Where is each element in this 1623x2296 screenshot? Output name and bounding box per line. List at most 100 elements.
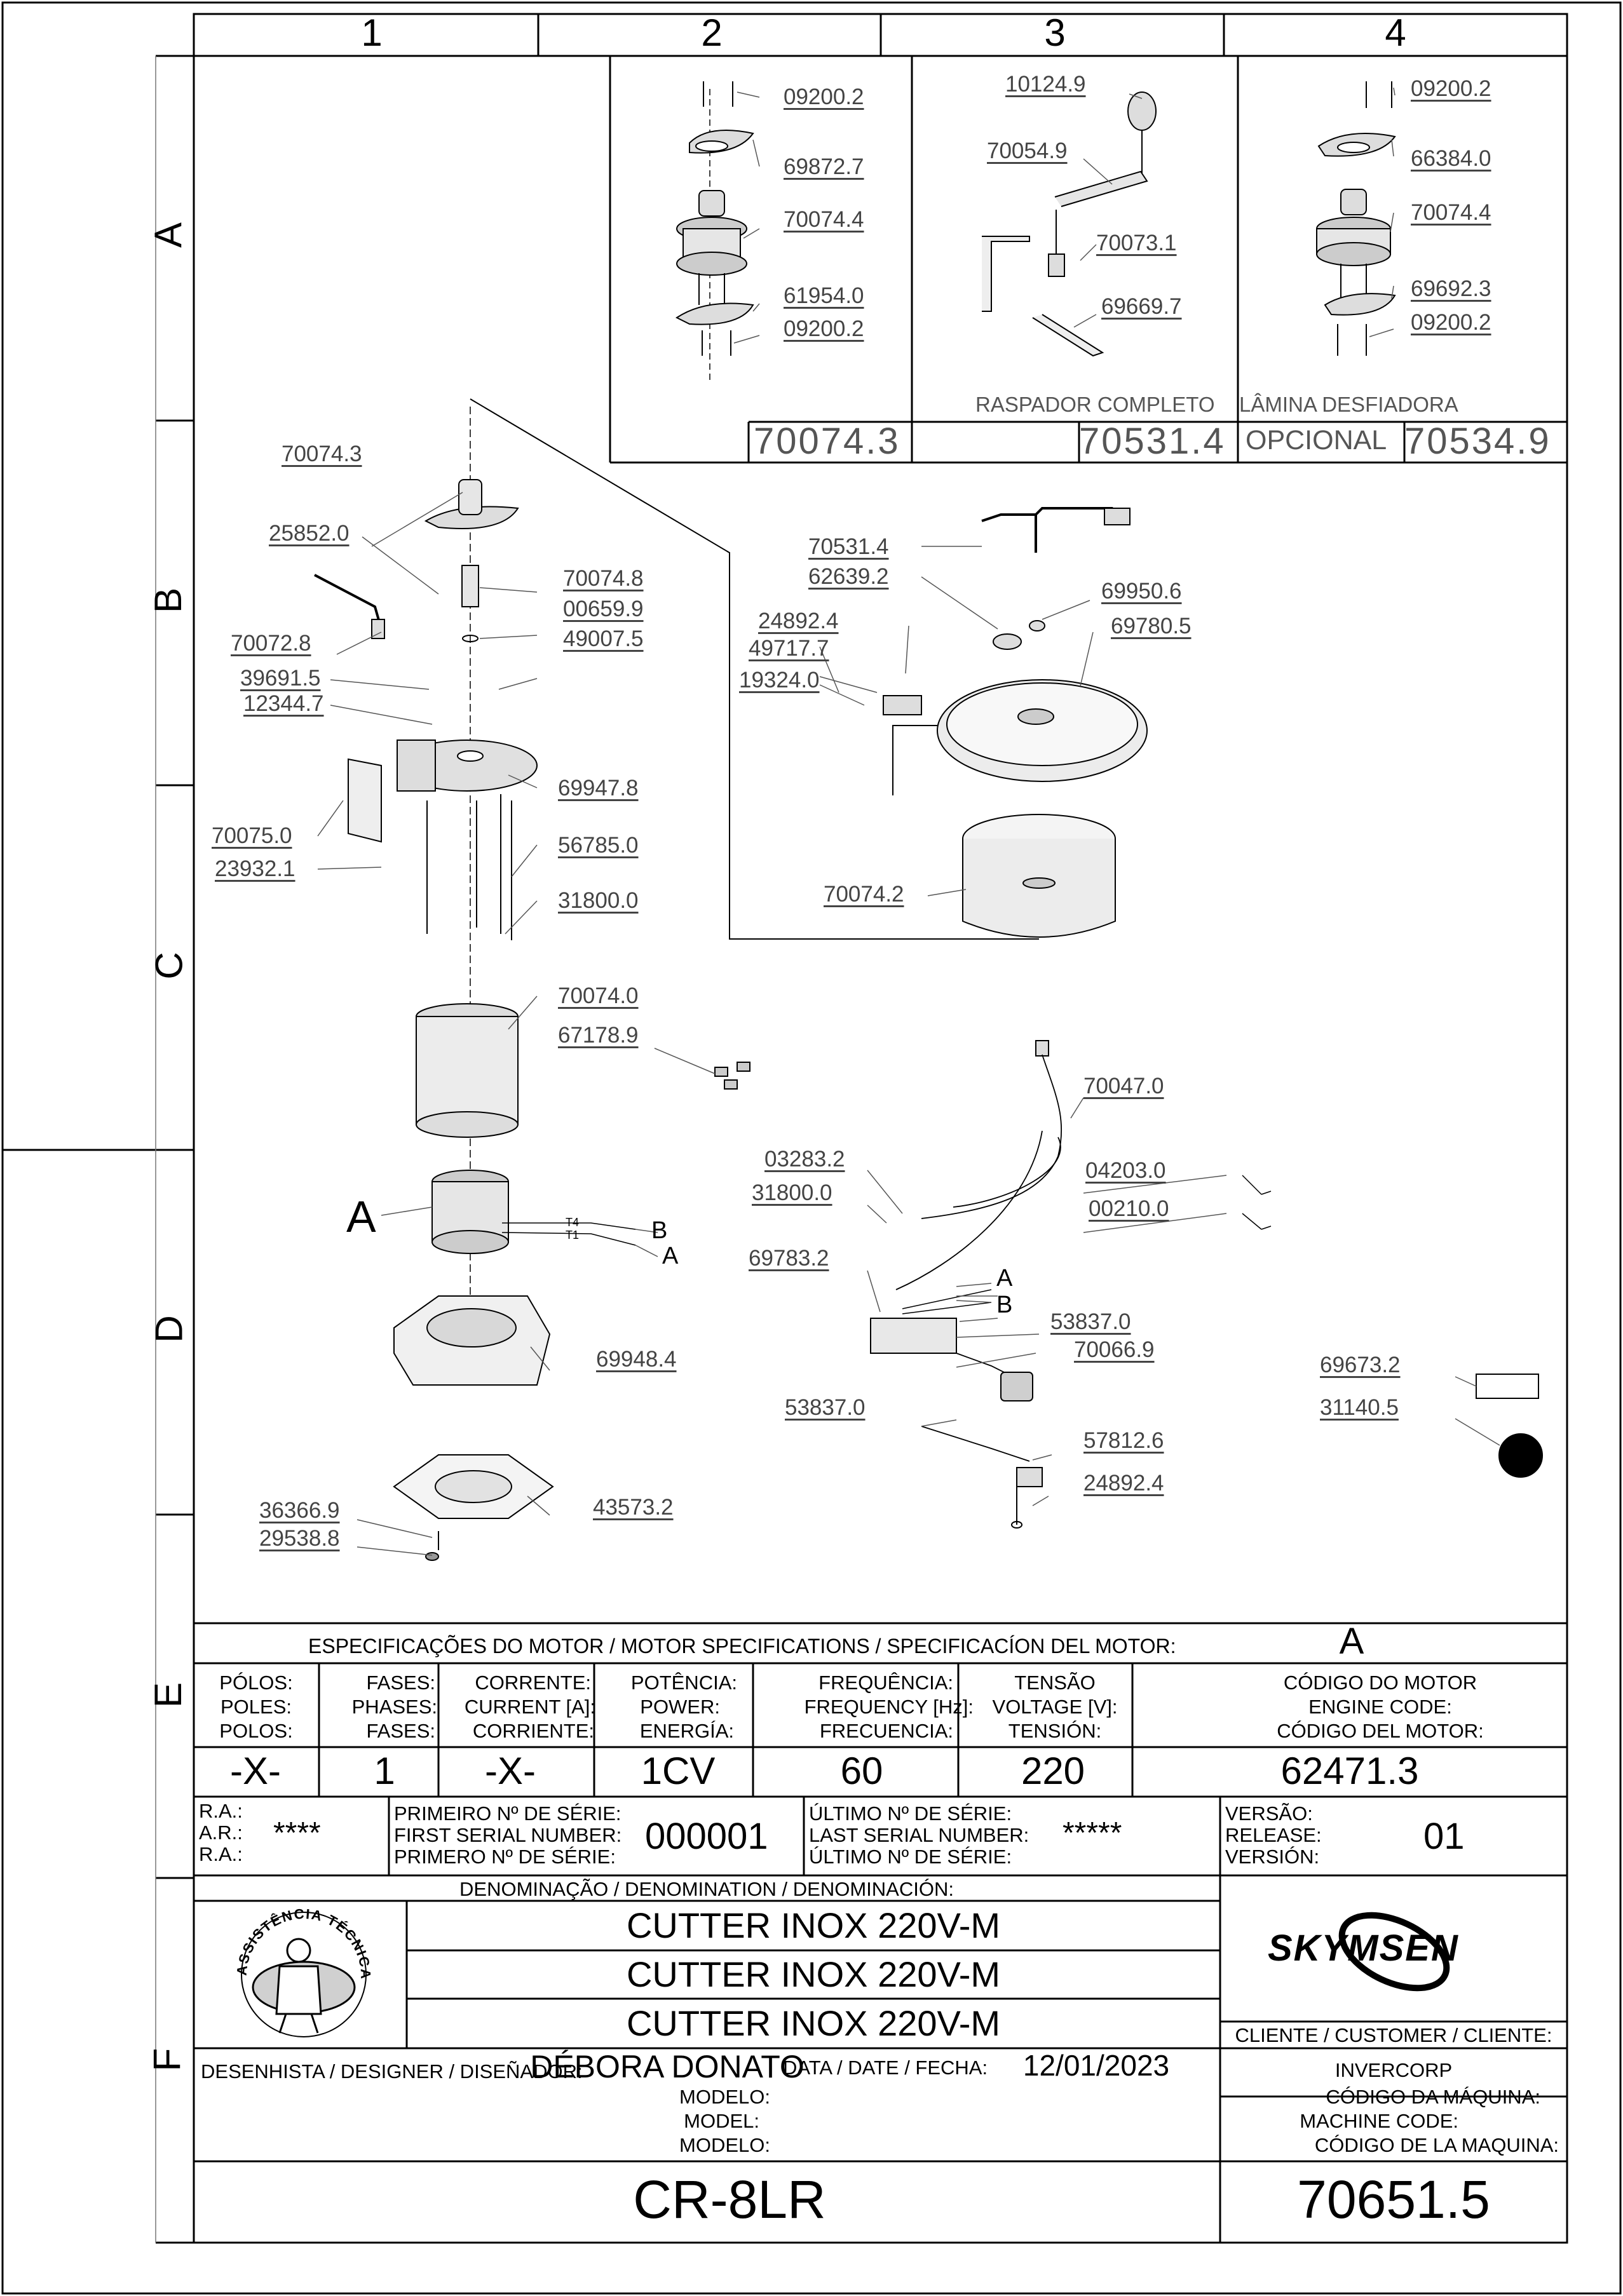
spec-current-value: -X-	[485, 1750, 536, 1792]
version-l1: VERSÃO:	[1225, 1802, 1313, 1825]
model-l3: MODELO:	[679, 2134, 770, 2156]
part-callout: 70074.4	[784, 207, 864, 232]
spec-poles-value: -X-	[230, 1750, 281, 1792]
part-callout: 70075.0	[212, 823, 292, 848]
spec-phases-l3: FASES:	[366, 1720, 435, 1742]
grid-col-2: 2	[701, 11, 723, 54]
option-box3-code: 70531.4	[1079, 421, 1226, 462]
svg-text:ASSISTÊNCIA TÉCNICA AUTORIZADA: ASSISTÊNCIA TÉCNICA AUTORIZADA	[234, 1906, 374, 1980]
part-callout: 69783.2	[749, 1246, 829, 1271]
part-callout: 70074.8	[563, 566, 644, 591]
serial-first-l3: PRIMERO Nº DE SÉRIE:	[394, 1846, 616, 1868]
denomination-line-2: CUTTER INOX 220V-M	[626, 1954, 1001, 1994]
part-callout: 53837.0	[1050, 1309, 1131, 1334]
part-callout: 25852.0	[269, 521, 350, 546]
version-value: 01	[1423, 1816, 1465, 1857]
part-callout: 57812.6	[1083, 1428, 1164, 1453]
model-l1: MODELO:	[679, 2086, 770, 2108]
spec-freq-l2: FREQUENCY [Hz]:	[804, 1696, 974, 1718]
part-callout: 61954.0	[784, 283, 864, 308]
date-value: 12/01/2023	[1022, 2049, 1170, 2082]
part-callout: 24892.4	[758, 609, 839, 633]
spec-code-l3: CÓDIGO DEL MOTOR:	[1277, 1720, 1484, 1742]
assistance-logo: ASSISTÊNCIA TÉCNICA AUTORIZADA	[227, 1893, 374, 2039]
part-callout: 43573.2	[593, 1495, 674, 1520]
serial-last-l3: ÚLTIMO Nº DE SÉRIE:	[809, 1846, 1012, 1868]
part-callout: 56785.0	[558, 833, 639, 858]
spec-power-l1: POTÊNCIA:	[630, 1671, 737, 1694]
part-callout: 70531.4	[808, 534, 889, 559]
motor-wire-t1: T1	[566, 1229, 580, 1241]
serial-first-l1: PRIMEIRO Nº DE SÉRIE:	[394, 1802, 621, 1825]
part-callout: 70072.8	[231, 631, 311, 656]
serial-first-value: 000001	[645, 1816, 768, 1857]
option-box4-code: 70534.9	[1404, 421, 1551, 462]
part-callout: 00659.9	[563, 597, 644, 621]
spec-phases-value: 1	[374, 1750, 395, 1792]
spec-motor-code-value: 62471.3	[1280, 1750, 1419, 1792]
spec-phases-l1: FASES:	[366, 1671, 435, 1694]
machine-code-value: 70651.5	[1297, 2170, 1490, 2229]
skymsen-wordmark: SKYMSEN	[1268, 1928, 1459, 1969]
part-callout: 70066.9	[1074, 1337, 1155, 1362]
serial-first-l2: FIRST SERIAL NUMBER:	[394, 1824, 622, 1846]
part-callout: 19324.0	[739, 668, 820, 692]
part-callout: 49717.7	[749, 636, 829, 661]
part-callout: 66384.0	[1411, 146, 1491, 171]
spec-motor-letter: A	[1339, 1621, 1364, 1662]
part-callout: 29538.8	[259, 1526, 340, 1551]
motor-wire-a: A	[662, 1243, 679, 1269]
motor-wire-b: B	[651, 1217, 668, 1244]
part-callout: 09200.2	[784, 84, 864, 109]
denomination-line-1: CUTTER INOX 220V-M	[626, 1905, 1001, 1945]
grid-row-E: E	[147, 1682, 190, 1708]
part-callout: 70074.3	[282, 442, 362, 466]
spec-poles-l1: PÓLOS:	[219, 1671, 293, 1694]
assistance-seal	[241, 1912, 367, 2037]
option-box3-caption: RASPADOR COMPLETO	[975, 393, 1215, 416]
spec-freq-l1: FREQUÊNCIA:	[818, 1671, 953, 1694]
version-l2: RELEASE:	[1225, 1824, 1322, 1846]
grid-col-3: 3	[1044, 11, 1066, 54]
board-wire-a: A	[996, 1265, 1013, 1292]
spec-power-value: 1CV	[641, 1750, 716, 1792]
serial-last-l2: LAST SERIAL NUMBER:	[809, 1824, 1029, 1846]
part-callout: 69692.3	[1411, 276, 1491, 301]
part-callout: 69950.6	[1101, 579, 1182, 604]
part-callout: 09200.2	[784, 316, 864, 341]
grid-row-D: D	[147, 1315, 191, 1343]
part-callout: 69673.2	[1320, 1353, 1401, 1377]
spec-volt-l1: TENSÃO	[1014, 1671, 1096, 1694]
spec-volt-l2: VOLTAGE [V]:	[992, 1696, 1118, 1718]
part-callout: 24892.4	[1083, 1471, 1164, 1496]
serial-ra-l3: R.A.:	[199, 1843, 243, 1865]
part-callout: 04203.0	[1085, 1158, 1166, 1183]
spec-poles-l2: POLES:	[221, 1696, 292, 1718]
serial-last-value: *****	[1063, 1816, 1122, 1850]
grid-row-A: A	[147, 222, 190, 248]
part-callout: 10124.9	[1005, 72, 1086, 97]
spec-volt-l3: TENSIÓN:	[1008, 1720, 1102, 1742]
part-callout: 39691.5	[240, 666, 321, 691]
part-callout: 69669.7	[1101, 294, 1182, 319]
model-value: CR-8LR	[633, 2170, 826, 2229]
part-callout: 03283.2	[764, 1147, 845, 1172]
part-callout: 70074.2	[824, 882, 904, 907]
spec-freq-l3: FRECUENCIA:	[819, 1720, 953, 1742]
option-box2-code: 70074.3	[754, 421, 900, 462]
part-callout: 70047.0	[1083, 1074, 1164, 1098]
part-callout: 53837.0	[785, 1395, 866, 1420]
part-callout: 67178.9	[558, 1023, 639, 1048]
spec-voltage-value: 220	[1021, 1750, 1085, 1792]
machine-code-l3: CÓDIGO DE LA MAQUINA:	[1314, 2134, 1559, 2156]
board-wire-b: B	[996, 1292, 1013, 1318]
part-callout: 31800.0	[752, 1180, 832, 1205]
part-callout: 69780.5	[1111, 614, 1192, 638]
denomination-line-3: CUTTER INOX 220V-M	[626, 2003, 1001, 2043]
part-callout: 36366.9	[259, 1498, 340, 1523]
part-callout: 70074.4	[1411, 200, 1491, 225]
part-callout: 62639.2	[808, 564, 889, 589]
skymsen-logo	[1338, 1912, 1450, 1992]
serial-ra-l1: R.A.:	[199, 1800, 243, 1822]
grid-col-4: 4	[1385, 11, 1406, 54]
